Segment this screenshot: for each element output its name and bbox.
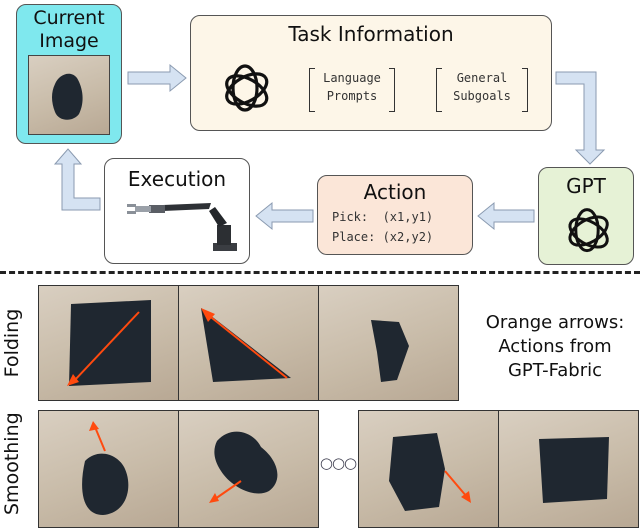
action-place: Place: (x2,y2) (332, 230, 434, 244)
flow-arrow-icon (53, 148, 101, 211)
current-image-photo (28, 55, 110, 135)
language-prompts-line1: Language (323, 71, 381, 85)
openai-logo-icon (225, 64, 269, 112)
smoothing-photo-4 (498, 410, 639, 528)
ellipsis-icon: ○○○ (319, 454, 357, 472)
smoothing-photo-1 (38, 410, 179, 528)
general-subgoals-item: General Subgoals (436, 68, 528, 112)
general-subgoals-line2: Subgoals (453, 89, 511, 103)
note-line1: Orange arrows: (485, 312, 625, 333)
general-subgoals-line1: General (456, 71, 508, 85)
note-line2: Actions from (498, 336, 612, 357)
bracket-right-icon (522, 68, 528, 112)
gpt-box: GPT (538, 167, 634, 265)
smoothing-photo-3 (358, 410, 499, 528)
execution-title: Execution (127, 167, 227, 191)
flow-arrow-icon (255, 201, 314, 231)
action-pick: Pick: (x1,y1) (332, 210, 434, 224)
current-image-box: Current Image (16, 4, 122, 144)
action-box: Action Pick: (x1,y1) Place: (x2,y2) (317, 175, 473, 255)
bracket-left-icon (436, 68, 442, 112)
flow-arrow-icon (555, 71, 606, 165)
task-information-box: Task Information Language Prompts Genera… (190, 15, 552, 131)
smoothing-photo-2 (178, 410, 319, 528)
action-title: Action (363, 180, 427, 204)
current-image-label-line2: Image (39, 30, 99, 52)
folding-photo-3 (318, 285, 459, 401)
current-image-label-line1: Current (33, 7, 105, 29)
task-information-title: Task Information (288, 22, 454, 46)
folding-photo-1 (38, 285, 179, 401)
language-prompts-line2: Prompts (326, 89, 378, 103)
flow-arrow-icon (477, 201, 535, 231)
openai-logo-icon (568, 208, 609, 253)
note-line3: GPT-Fabric (507, 360, 603, 381)
fabric-crumpled (52, 73, 83, 120)
bracket-left-icon (309, 68, 315, 112)
bracket-right-icon (389, 68, 395, 112)
language-prompts-item: Language Prompts (309, 68, 395, 112)
folding-row-label: Folding (1, 308, 23, 378)
robot-arm-icon (127, 203, 237, 251)
smoothing-row-label: Smoothing (1, 412, 23, 515)
execution-box: Execution (104, 158, 250, 264)
section-divider (0, 271, 640, 274)
gpt-title: GPT (566, 174, 606, 198)
folding-photo-2 (178, 285, 319, 401)
flow-arrow-icon (127, 63, 187, 93)
